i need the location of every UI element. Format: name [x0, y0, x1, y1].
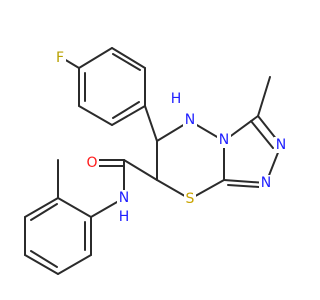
fused-nitrogen-atom: N — [217, 132, 231, 148]
bond — [24, 254, 59, 275]
bond — [112, 101, 140, 119]
sulfur-atom: S — [184, 191, 196, 207]
bond — [57, 197, 92, 218]
atom-labels: F N H N N N S O N — [54, 50, 288, 225]
amide-hydrogen-label: H — [119, 209, 130, 225]
bond — [123, 159, 158, 181]
triazole-nitrogen-lower-label: N — [261, 175, 271, 191]
oxygen-label: O — [86, 155, 97, 171]
label-background — [118, 209, 130, 225]
bond — [78, 47, 113, 69]
bond — [24, 197, 59, 218]
bond — [144, 105, 158, 142]
bond — [63, 58, 80, 69]
bond — [250, 120, 274, 149]
label-background — [259, 175, 273, 191]
label-background — [274, 137, 288, 153]
molecule-diagram: F N H N N N S O N — [24, 47, 288, 275]
amine-nitrogen-atom: N H — [170, 90, 197, 128]
triazole-nitrogen-right-label: N — [276, 137, 286, 153]
fluorine-atom: F — [54, 50, 66, 66]
amine-hydrogen-label: H — [171, 91, 182, 107]
label-background — [184, 191, 196, 207]
sulfur-label: S — [186, 191, 195, 207]
bond — [112, 53, 141, 71]
bond — [111, 105, 146, 126]
bond — [227, 184, 260, 188]
oxygen-atom: O — [85, 155, 99, 171]
label-background — [85, 155, 99, 171]
triazole-nitrogen-right-atom: N — [274, 137, 288, 153]
bond — [111, 47, 146, 69]
amide-nitrogen-label: N — [119, 190, 129, 206]
bond — [257, 76, 271, 117]
bond — [30, 203, 58, 221]
label-background — [54, 50, 66, 66]
label-background — [217, 132, 231, 148]
label-background — [170, 90, 182, 106]
triazole-nitrogen-lower-atom: N — [259, 175, 273, 191]
amine-nitrogen-label: N — [185, 112, 195, 128]
bond — [57, 254, 92, 275]
label-background — [183, 112, 197, 128]
bond — [30, 250, 58, 268]
label-background — [117, 190, 131, 206]
fluorine-label: F — [56, 50, 64, 66]
bond — [78, 105, 113, 126]
bonds — [24, 47, 282, 275]
fused-nitrogen-label: N — [219, 132, 229, 148]
amide-nitrogen-atom: N H — [117, 190, 131, 225]
